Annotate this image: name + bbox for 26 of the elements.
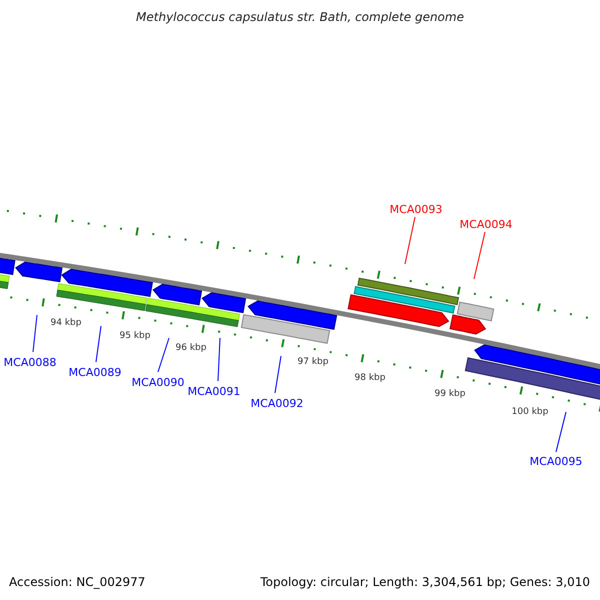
scale-label: 99 kbp: [434, 390, 466, 398]
accession-text: Accession: NC_002977: [9, 576, 146, 588]
scale-label: 98 kbp: [354, 374, 386, 382]
leader-line: [474, 232, 486, 280]
gene-label: MCA0092: [250, 398, 304, 409]
scale-label: 94 kbp: [50, 318, 82, 328]
gene-label: MCA0088: [4, 357, 56, 368]
gene-label: MCA0090: [132, 377, 184, 388]
gene-label: MCA0093: [390, 204, 442, 215]
leader-line: [96, 326, 102, 362]
gene-label: MCA0095: [530, 456, 582, 467]
gene-label: MCA0089: [68, 367, 122, 378]
gene-label: MCA0091: [188, 386, 240, 397]
scale-label: 95 kbp: [120, 332, 150, 340]
genome-info-text: Topology: circular; Length: 3,304,561 bp; Genes: 3,010: [260, 576, 590, 588]
scale-label: 97 kbp: [298, 358, 328, 366]
leader-line: [556, 412, 566, 452]
leader-line: [404, 216, 416, 264]
leader-line: [32, 314, 38, 352]
scale-label: 100 kbp: [512, 408, 548, 416]
leader-line: [274, 356, 282, 394]
gene-label: MCA0094: [460, 219, 512, 230]
leader-line: [158, 338, 170, 372]
title: Methylococcus capsulatus str. Bath, complete genome: [136, 11, 464, 23]
leader-line: [218, 338, 220, 382]
scale-label: 96 kbp: [176, 344, 206, 352]
